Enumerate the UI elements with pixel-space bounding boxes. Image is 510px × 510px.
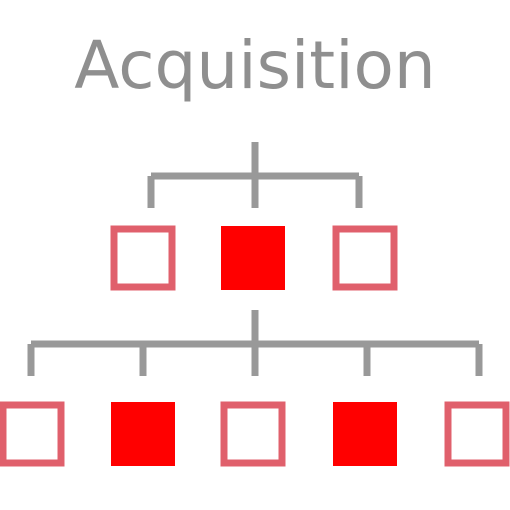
level-2-box-4-filled: [333, 402, 397, 466]
level-2-box-2-filled: [111, 402, 175, 466]
connector-bottom: [27, 310, 483, 376]
level-2-box-5-empty: [444, 401, 510, 467]
level-1-box-2-filled: [221, 226, 285, 290]
level-2-box-3-empty: [220, 401, 286, 467]
level-2-box-1-empty: [0, 401, 65, 467]
level-1-row: [110, 225, 398, 291]
diagram-title: Acquisition: [74, 27, 436, 104]
level-1-box-3-empty: [332, 225, 398, 291]
connector-top: [147, 142, 363, 208]
level-2-row: [0, 401, 510, 467]
level-1-box-1-empty: [110, 225, 176, 291]
